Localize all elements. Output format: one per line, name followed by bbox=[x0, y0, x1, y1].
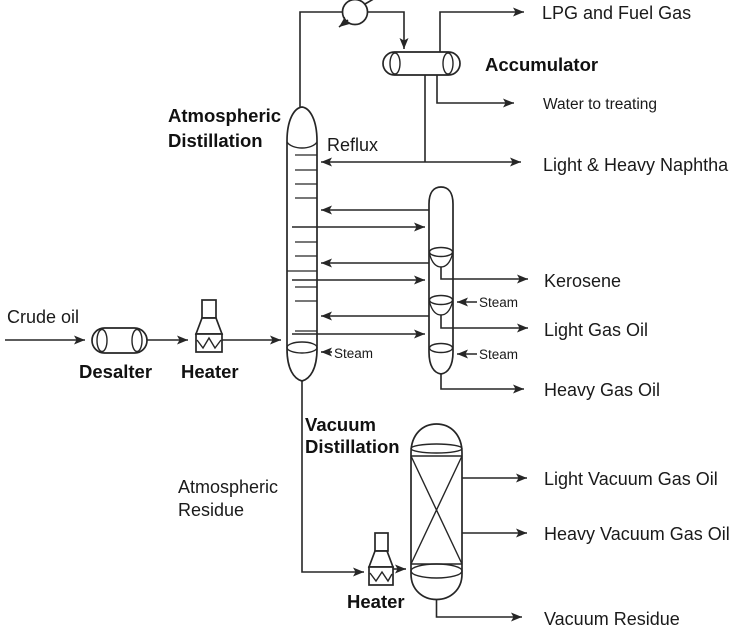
vacuum-heater-label: Heater bbox=[347, 591, 405, 612]
condenser-drain-arrow bbox=[338, 16, 351, 28]
light-gas-oil-product-line bbox=[440, 315, 528, 333]
stripper-collector-3 bbox=[428, 342, 454, 354]
heavy-vacuum-gas-oil-label: Heavy Vacuum Gas Oil bbox=[544, 524, 730, 544]
heavy-gas-oil-label: Heavy Gas Oil bbox=[544, 380, 660, 400]
desalter-left-head-seam bbox=[96, 328, 108, 353]
vacuum-column-shell bbox=[410, 423, 463, 601]
atmospheric-distillation-label-1: Atmospheric bbox=[168, 105, 281, 126]
vacuum-distillation-label-2: Distillation bbox=[305, 436, 400, 457]
feed-heater-label: Heater bbox=[181, 361, 239, 382]
vacuum-column-bottom-seam bbox=[410, 563, 463, 579]
vacuum-residue-line bbox=[435, 599, 522, 622]
kerosene-product-line bbox=[440, 267, 528, 284]
atmospheric-residue-label-2: Residue bbox=[178, 500, 244, 520]
water-to-treating-label: Water to treating bbox=[543, 96, 657, 113]
naphtha-label: Light & Heavy Naphtha bbox=[543, 155, 729, 175]
vacuum-heater bbox=[367, 532, 395, 586]
desalter-right-head-seam bbox=[131, 328, 143, 353]
atmospheric-column-bottom-seam bbox=[286, 341, 318, 354]
stripper-collector-1 bbox=[428, 246, 454, 258]
side-stripper-shell bbox=[428, 186, 454, 375]
vacuum-heater-coil-icon bbox=[369, 570, 393, 583]
steam-stripper-lower-label: Steam bbox=[479, 347, 518, 362]
light-gas-oil-label: Light Gas Oil bbox=[544, 320, 648, 340]
vacuum-heater-cone bbox=[367, 550, 395, 568]
light-vacuum-gas-oil-label: Light Vacuum Gas Oil bbox=[544, 469, 718, 489]
desalter-label: Desalter bbox=[79, 361, 152, 382]
feed-heater-stack bbox=[201, 299, 217, 319]
accumulator-vessel bbox=[382, 51, 461, 76]
steam-stripper-upper-label: Steam bbox=[479, 295, 518, 310]
desalter-vessel bbox=[91, 327, 148, 354]
lpg-fuel-gas-label: LPG and Fuel Gas bbox=[542, 3, 691, 23]
reflux-label: Reflux bbox=[327, 135, 378, 155]
lpg-fuel-gas-line bbox=[439, 7, 524, 52]
atmospheric-residue-line bbox=[301, 381, 364, 577]
feed-heater-coil-icon bbox=[196, 336, 222, 350]
vacuum-column-top-seam bbox=[410, 443, 463, 454]
feed-heater bbox=[194, 299, 224, 353]
accumulator-right-head-seam bbox=[442, 52, 454, 75]
kerosene-label: Kerosene bbox=[544, 271, 621, 291]
steam-atm-bottoms-label: Steam bbox=[334, 346, 373, 361]
accumulator-left-head-seam bbox=[389, 52, 401, 75]
atmospheric-distillation-label-2: Distillation bbox=[168, 130, 263, 151]
atmospheric-column-shell bbox=[286, 106, 318, 382]
atmospheric-column-top-seam bbox=[286, 141, 318, 149]
heavy-gas-oil-product-line bbox=[440, 374, 524, 394]
atmospheric-column-trays bbox=[287, 154, 317, 332]
vacuum-column-packing-cross bbox=[410, 455, 463, 565]
vacuum-distillation-label-1: Vacuum bbox=[305, 414, 376, 435]
water-to-treating-line bbox=[436, 75, 514, 108]
condenser-utility-line bbox=[364, 0, 374, 5]
vacuum-residue-label: Vacuum Residue bbox=[544, 609, 680, 629]
atmospheric-residue-label-1: Atmospheric bbox=[178, 477, 278, 497]
accumulator-label: Accumulator bbox=[485, 54, 598, 75]
vacuum-heater-stack bbox=[374, 532, 389, 552]
crude-oil-label: Crude oil bbox=[7, 307, 79, 327]
feed-heater-cone bbox=[194, 317, 224, 335]
stripper-collector-2 bbox=[428, 294, 454, 306]
